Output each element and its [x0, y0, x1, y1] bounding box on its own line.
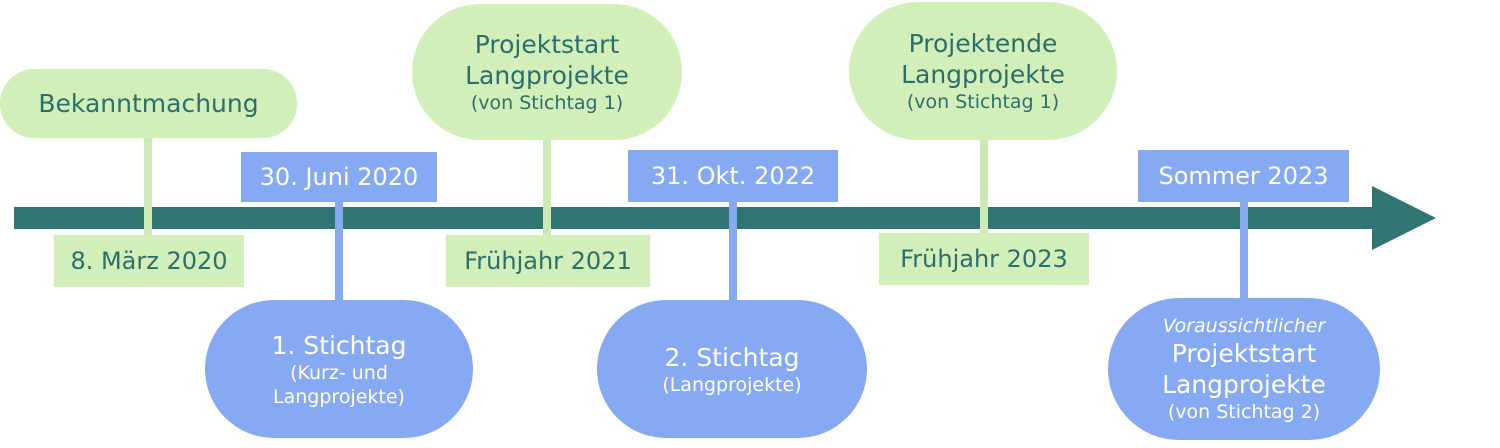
connector-projektstart — [543, 135, 551, 235]
bubble-title: Bekanntmachung — [38, 89, 259, 118]
bubble-title: Projektstart — [1171, 339, 1317, 368]
bubble-title: 2. Stichtag — [664, 342, 800, 372]
connector-stichtag-1 — [335, 200, 343, 305]
bubble-subtitle: Langprojekte) — [273, 385, 405, 408]
bubble-projektstart-stichtag-2: Voraussichtlicher Projektstart Langproje… — [1108, 298, 1380, 440]
date-stichtag-2: 31. Okt. 2022 — [628, 150, 838, 202]
connector-stichtag-2 — [729, 200, 737, 305]
connector-bekanntmachung — [144, 135, 152, 235]
bubble-title: Langprojekte — [465, 61, 629, 90]
bubble-stichtag-2: 2. Stichtag (Langprojekte) — [597, 300, 867, 438]
bubble-projektstart: Projektstart Langprojekte (von Stichtag … — [412, 4, 682, 140]
bubble-stichtag-1: 1. Stichtag (Kurz- und Langprojekte) — [205, 300, 473, 438]
bubble-title: 1. Stichtag — [271, 330, 407, 360]
date-projektstart: Frühjahr 2021 — [446, 235, 650, 287]
bubble-title: Projektstart — [474, 30, 620, 59]
bubble-title: Projektende — [908, 29, 1058, 58]
bubble-subtitle: (Langprojekte) — [662, 373, 802, 396]
bubble-note: Voraussichtlicher — [1162, 315, 1326, 337]
bubble-title: Langprojekte — [1162, 370, 1326, 399]
bubble-title: Langprojekte — [901, 60, 1065, 89]
bubble-subtitle: (von Stichtag 2) — [1167, 401, 1321, 423]
connector-sommer-2023 — [1240, 200, 1248, 305]
bubble-subtitle: (von Stichtag 1) — [906, 91, 1060, 113]
bubble-subtitle: (von Stichtag 1) — [470, 92, 624, 114]
bubble-subtitle: (Kurz- und — [290, 361, 388, 384]
timeline-arrowhead — [1372, 186, 1436, 250]
date-sommer-2023: Sommer 2023 — [1138, 150, 1349, 202]
timeline-bar — [14, 207, 1376, 229]
date-projektende: Frühjahr 2023 — [879, 233, 1089, 285]
date-bekanntmachung: 8. März 2020 — [54, 235, 244, 287]
date-stichtag-1: 30. Juni 2020 — [241, 152, 437, 202]
bubble-bekanntmachung: Bekanntmachung — [0, 69, 297, 138]
connector-projektende — [980, 135, 988, 235]
bubble-projektende: Projektende Langprojekte (von Stichtag 1… — [849, 2, 1117, 140]
